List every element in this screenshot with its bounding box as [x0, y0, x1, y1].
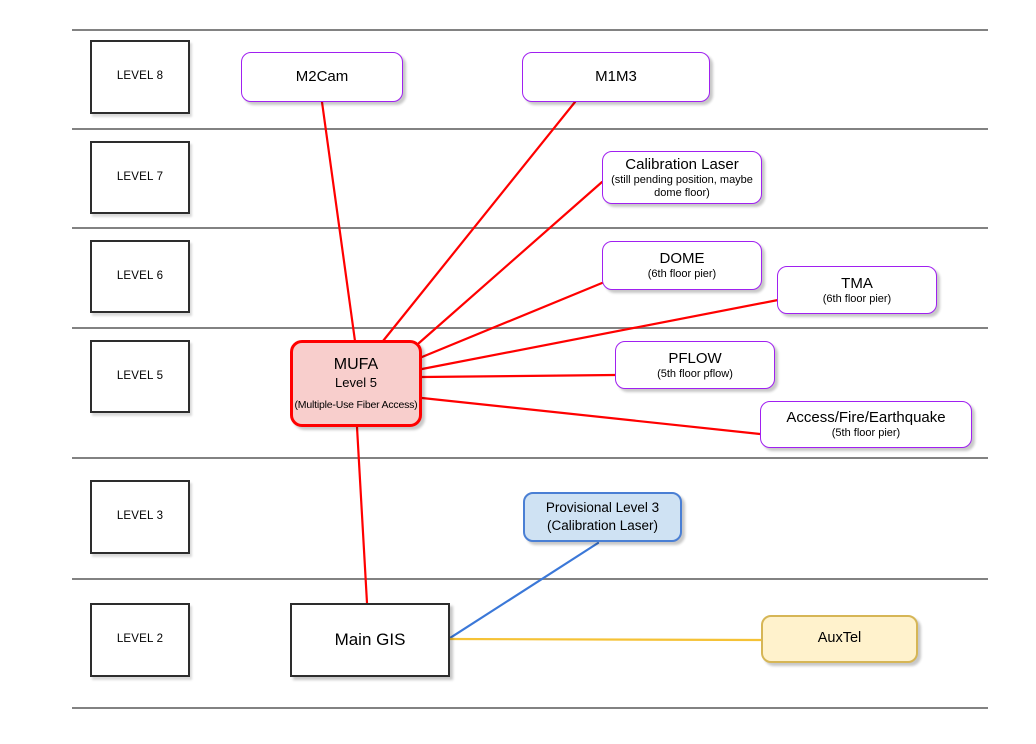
node-subtitle: (6th floor pier): [647, 268, 717, 281]
node-note: (Multiple-Use Fiber Access): [294, 398, 418, 411]
edge-mufa-m1m3: [381, 100, 577, 343]
edge-mufa-pflow: [420, 373, 617, 379]
edge-mufa-m2cam: [320, 100, 357, 343]
node-title: Main GIS: [334, 629, 406, 649]
node-title: Calibration Laser: [625, 155, 739, 173]
level-box-level-3[interactable]: LEVEL 3: [90, 480, 190, 554]
node-provisional-level-3[interactable]: Provisional Level 3 (Calibration Laser): [523, 492, 682, 542]
level-label: LEVEL 6: [116, 269, 164, 282]
edge-main-gis-provisional-level-3: [448, 541, 600, 640]
node-dome[interactable]: DOME(6th floor pier): [602, 241, 762, 290]
node-subtitle: Level 5: [335, 374, 377, 390]
node-main-gis[interactable]: Main GIS: [290, 603, 450, 677]
node-title: TMA: [841, 274, 873, 292]
node-subtitle: (Calibration Laser): [546, 518, 659, 533]
edge-mufa-calibration-laser: [417, 180, 604, 345]
node-title: DOME: [659, 250, 705, 268]
edge-mufa-dome: [420, 281, 604, 359]
level-box-level-8[interactable]: LEVEL 8: [90, 40, 190, 114]
node-tma[interactable]: TMA(6th floor pier): [777, 266, 937, 314]
edge-mufa-main-gis: [355, 425, 369, 605]
level-box-level-7[interactable]: LEVEL 7: [90, 141, 190, 214]
node-m1m3[interactable]: M1M3: [522, 52, 710, 102]
level-label: LEVEL 7: [116, 170, 164, 183]
level-box-level-2[interactable]: LEVEL 2: [90, 603, 190, 677]
node-m2cam[interactable]: M2Cam: [241, 52, 403, 102]
node-title: PFLOW: [668, 349, 722, 367]
node-auxtel[interactable]: AuxTel: [761, 615, 918, 663]
node-title: M1M3: [595, 68, 637, 85]
level-box-level-5[interactable]: LEVEL 5: [90, 340, 190, 413]
node-title: Provisional Level 3: [545, 500, 660, 516]
node-calibration-laser[interactable]: Calibration Laser(still pending position…: [602, 151, 762, 204]
level-box-level-6[interactable]: LEVEL 6: [90, 240, 190, 313]
node-subtitle: (still pending position, maybe dome floo…: [611, 173, 753, 199]
node-pflow[interactable]: PFLOW(5th floor pflow): [615, 341, 775, 389]
node-title: MUFA: [333, 356, 379, 374]
level-label: LEVEL 3: [116, 510, 164, 523]
edge-mufa-access-fire-earthquake: [420, 396, 762, 436]
node-access-fire-earthquake[interactable]: Access/Fire/Earthquake(5th floor pier): [760, 401, 972, 448]
node-title: M2Cam: [295, 68, 349, 85]
edge-mufa-tma: [420, 298, 780, 371]
node-subtitle: (5th floor pier): [831, 427, 901, 440]
level-label: LEVEL 5: [116, 369, 164, 382]
node-title: Access/Fire/Earthquake: [786, 409, 946, 427]
node-title: AuxTel: [817, 630, 862, 647]
level-label: LEVEL 8: [116, 70, 164, 83]
level-label: LEVEL 2: [116, 633, 164, 646]
node-subtitle: (6th floor pier): [822, 292, 892, 305]
node-subtitle: (5th floor pflow): [657, 367, 733, 380]
edge-main-gis-auxtel: [448, 637, 763, 642]
